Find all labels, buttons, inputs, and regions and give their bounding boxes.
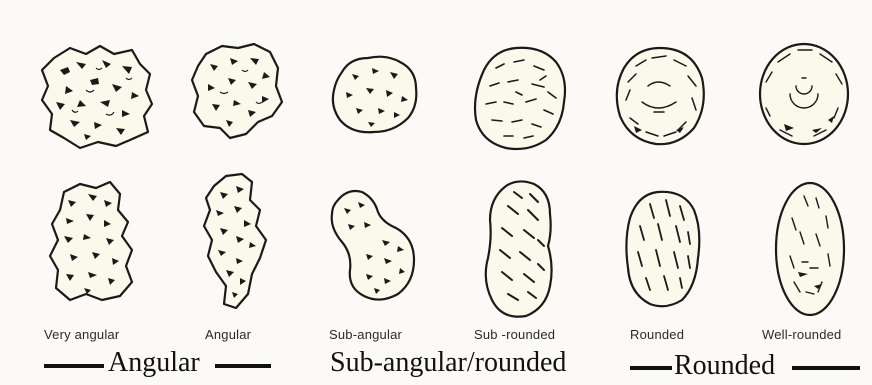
grain-very-angular-top — [36, 40, 158, 152]
label-rounded: Rounded — [630, 327, 684, 342]
grain-sub-rounded-bottom — [478, 176, 562, 322]
angular-bar-left — [44, 364, 104, 368]
label-sub-angular: Sub-angular — [329, 327, 402, 342]
grain-well-rounded-bottom — [770, 176, 850, 322]
grain-very-angular-bottom — [44, 178, 140, 308]
label-angular: Angular — [205, 327, 251, 342]
grain-angular-top — [186, 40, 286, 146]
grain-well-rounded-top — [754, 38, 854, 150]
label-well-rounded: Well-rounded — [762, 327, 841, 342]
grain-sub-rounded-top — [470, 40, 570, 156]
grain-sub-angular-top — [328, 50, 422, 138]
label-very-angular: Very angular — [44, 327, 119, 342]
grain-angular-bottom — [196, 170, 276, 318]
group-title-sub-angular-rounded: Sub-angular/rounded — [330, 347, 566, 379]
grain-rounded-bottom — [622, 186, 704, 312]
rounded-bar-right — [792, 366, 860, 370]
rounded-bar-left — [630, 366, 672, 370]
grain-rounded-top — [612, 42, 708, 150]
label-sub-rounded: Sub -rounded — [474, 327, 555, 342]
group-title-angular: Angular — [108, 347, 200, 379]
grain-sub-angular-bottom — [326, 184, 422, 306]
angular-bar-right — [215, 364, 271, 368]
group-title-rounded: Rounded — [674, 350, 775, 382]
